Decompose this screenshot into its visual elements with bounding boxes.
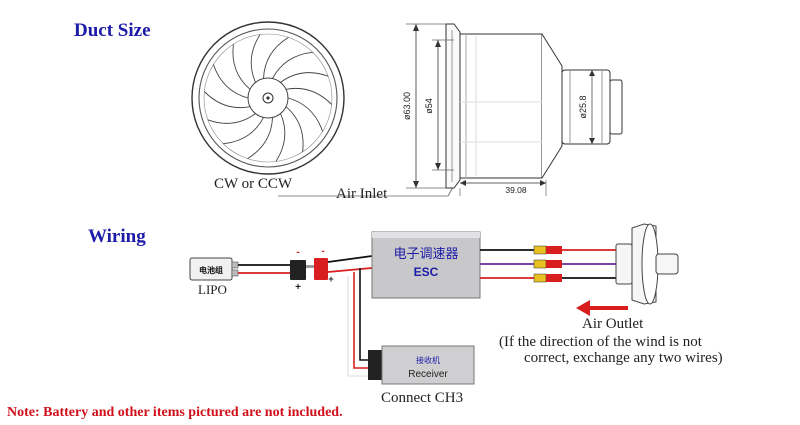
- esc-t-connector: [314, 258, 328, 280]
- fan-blades: [203, 34, 333, 162]
- receiver-connector: [368, 350, 382, 380]
- bullet-sleeve-3: [546, 274, 562, 282]
- length-label: 39.08: [505, 185, 527, 195]
- battery-pack: [189, 257, 233, 281]
- air-outlet-note-line2: correct, exchange any two wires): [524, 350, 723, 366]
- bullet-sleeve-1: [546, 246, 562, 254]
- fan-blade: [250, 34, 261, 83]
- air-inlet-label: Air Inlet: [336, 186, 388, 202]
- fan-blade: [203, 91, 251, 108]
- air-outlet-note-line1: (If the direction of the wind is not: [499, 334, 702, 350]
- bullet-connector-3: [533, 273, 547, 283]
- battery-t-connector: [290, 260, 306, 280]
- inner-diameter-label: ø54: [424, 98, 434, 114]
- polarity-plus-left: +: [295, 282, 301, 293]
- fan-blade: [285, 88, 333, 105]
- duct-size-title: Duct Size: [74, 20, 151, 41]
- outer-diameter-label: ø63.00: [402, 92, 412, 120]
- bullet-sleeve-2: [546, 260, 562, 268]
- polarity-minus-right: -: [321, 246, 324, 257]
- fan-blade: [232, 44, 251, 90]
- motor-diameter-label: ø25.8: [578, 95, 588, 118]
- fan-front-view: [191, 21, 345, 175]
- battery-name: LIPO: [198, 282, 227, 297]
- fan-blade: [247, 117, 273, 159]
- receiver-title-en: Receiver: [408, 369, 448, 380]
- edf-motor: [615, 223, 679, 305]
- polarity-minus-left: -: [296, 247, 299, 258]
- fan-blade: [275, 113, 286, 162]
- fan-blade: [287, 97, 324, 132]
- wiring-title: Wiring: [88, 226, 146, 247]
- fan-blade: [263, 37, 289, 79]
- bullet-connector-1: [533, 245, 547, 255]
- fan-blade: [207, 113, 256, 124]
- fan-blade: [285, 106, 304, 152]
- fan-blade: [272, 51, 313, 79]
- fan-blade: [212, 64, 249, 99]
- bullet-connector-2: [533, 259, 547, 269]
- connect-ch3-label: Connect CH3: [381, 390, 464, 406]
- fan-blade: [223, 117, 264, 145]
- esc-title-cn: 电子调速器: [393, 246, 458, 261]
- polarity-plus-right: +: [328, 274, 333, 284]
- receiver-title-cn: 接收机: [416, 355, 440, 365]
- footer-note: Note: Battery and other items pictured a…: [7, 405, 343, 420]
- rotation-label: CW or CCW: [214, 176, 293, 192]
- fan-blade: [280, 72, 329, 83]
- esc-title-en: ESC: [414, 265, 439, 279]
- receiver-module: [381, 345, 475, 385]
- esc-module: [371, 231, 481, 299]
- air-outlet-label: Air Outlet: [582, 316, 644, 332]
- wiring-diagram: 电池组 - + - + 电子调速器 ESC 接收机 Receiver: [189, 223, 679, 385]
- fan-side-view: ø63.00 ø54 ø25.8 39.08: [278, 23, 623, 197]
- battery-chip-label: 电池组: [199, 265, 223, 275]
